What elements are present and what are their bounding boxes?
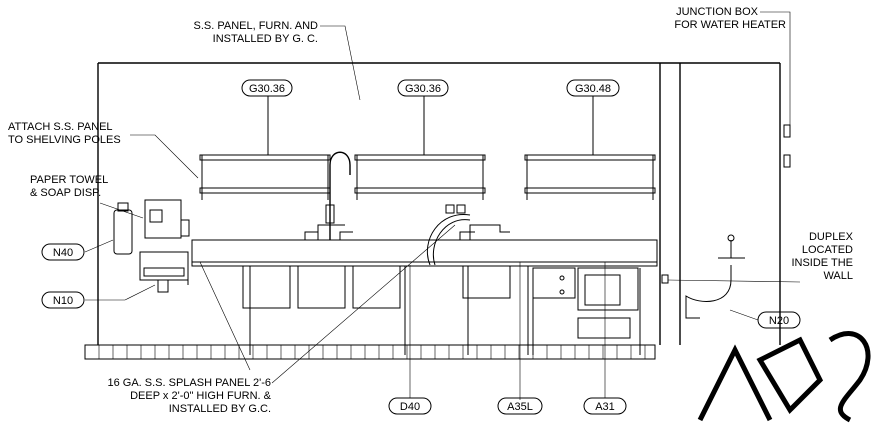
note-junction-box-line2: FOR WATER HEATER	[674, 19, 786, 31]
note-duplex-line3: INSIDE THE	[791, 257, 853, 269]
watermark	[697, 331, 871, 423]
duplex-outlet	[661, 274, 669, 284]
soap-dispenser	[113, 202, 133, 255]
leader-lines	[84, 11, 801, 400]
note-junction-box-line1: JUNCTION BOX	[676, 6, 759, 18]
tag-g30-36-left: G30.36	[241, 79, 293, 97]
tag-g30-36-left-label: G30.36	[249, 83, 285, 95]
hose-faucet	[426, 204, 510, 266]
tag-a31-label: A31	[595, 401, 615, 413]
note-attach-panel-line2: TO SHELVING POLES	[8, 134, 121, 146]
note-splash-panel-line2: DEEP x 2'-0" HIGH FURN. &	[130, 390, 272, 402]
note-splash-panel-line3: INSTALLED BY G.C.	[169, 403, 271, 415]
hand-sink	[139, 251, 189, 293]
mop-sink-faucet	[685, 234, 745, 319]
wall-shelf-middle	[354, 154, 486, 200]
tag-a35l: A35L	[497, 397, 543, 415]
tag-g30-36-mid: G30.36	[397, 79, 449, 97]
wall-outline	[97, 62, 781, 345]
three-compartment-sink	[191, 239, 658, 355]
note-ss-panel-line2: INSTALLED BY G. C.	[213, 33, 318, 45]
note-paper-towel-line2: & SOAP DISP.	[30, 187, 101, 199]
tile-base	[84, 344, 656, 360]
paper-towel-dispenser	[144, 199, 190, 239]
tag-g30-36-mid-label: G30.36	[405, 83, 441, 95]
tag-d40-label: D40	[400, 401, 420, 413]
tag-d40: D40	[388, 397, 432, 415]
tag-a35l-label: A35L	[507, 401, 533, 413]
tag-n10-label: N10	[53, 295, 73, 307]
junction-box	[783, 124, 791, 168]
tag-n20: N20	[757, 311, 801, 329]
under-counter-equipment	[532, 267, 641, 355]
note-paper-towel-line1: PAPER TOWEL	[30, 174, 108, 186]
tag-a31: A31	[583, 397, 627, 415]
tag-n40-label: N40	[53, 247, 73, 259]
note-duplex-line2: LOCATED	[802, 244, 853, 256]
note-duplex-line4: WALL	[823, 270, 853, 282]
wall-shelf-right	[524, 154, 656, 200]
wall-shelf-left	[199, 154, 331, 200]
note-ss-panel-line1: S.S. PANEL, FURN. AND	[194, 20, 319, 32]
tag-n10: N10	[41, 291, 85, 309]
pre-rinse-faucet	[304, 151, 353, 240]
tag-n40: N40	[41, 243, 85, 261]
note-attach-panel-line1: ATTACH S.S. PANEL	[8, 121, 113, 133]
tag-g30-48: G30.48	[566, 79, 620, 97]
note-duplex-line1: DUPLEX	[809, 231, 854, 243]
tag-g30-48-label: G30.48	[575, 83, 611, 95]
note-splash-panel-line1: 16 GA. S.S. SPLASH PANEL 2'-6	[107, 377, 271, 389]
tag-n20-label: N20	[769, 315, 789, 327]
